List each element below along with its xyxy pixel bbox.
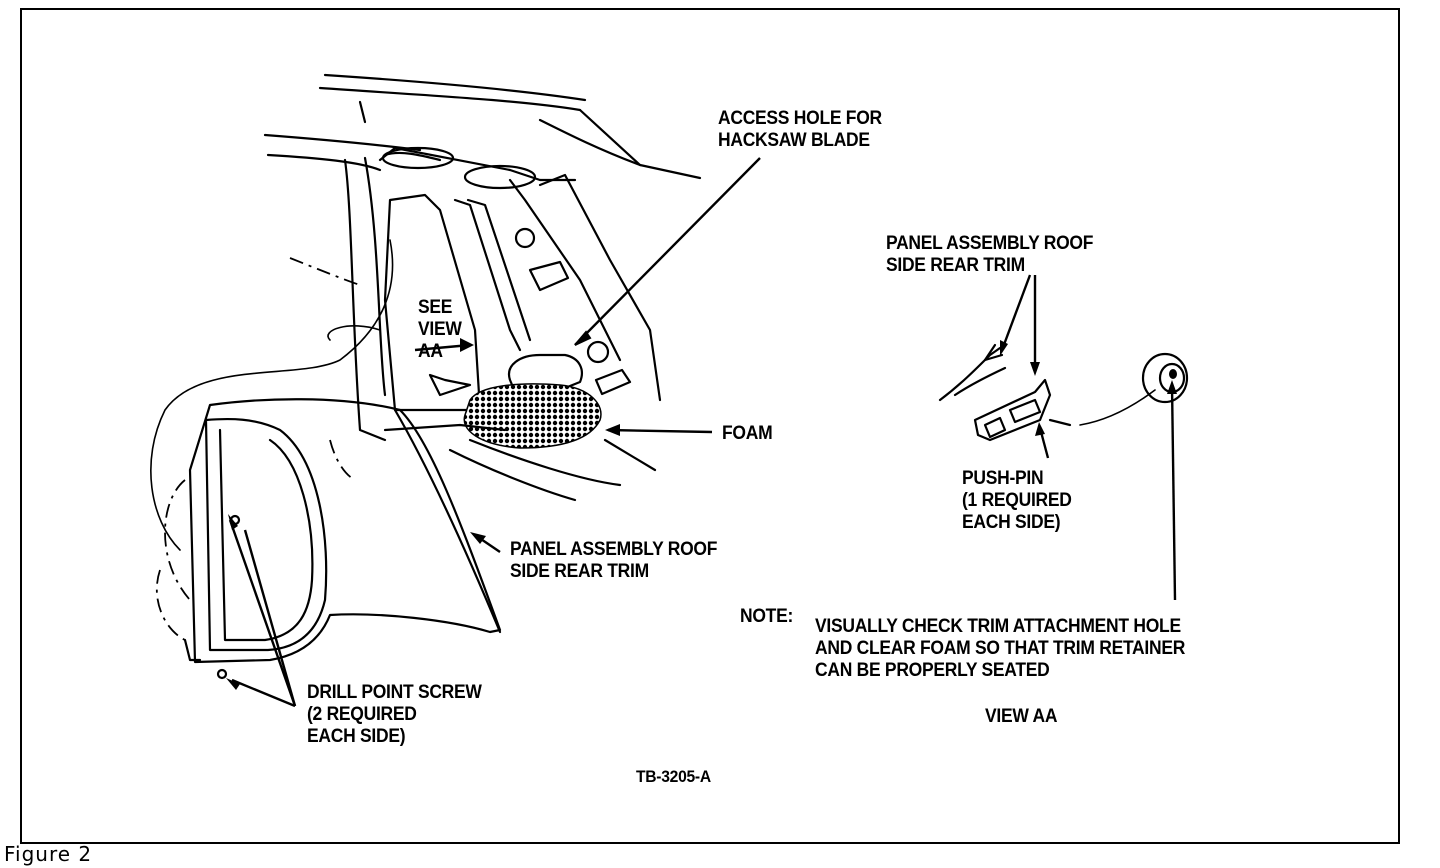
panel-assembly-label: PANEL ASSEMBLY ROOF SIDE REAR TRIM — [510, 539, 718, 582]
drawing-number: TB-3205-A — [636, 767, 711, 786]
leader-arrows — [226, 157, 761, 708]
figure-caption: Figure 2 — [4, 842, 93, 866]
dashed-guide-3 — [164, 479, 191, 601]
view-panel-assembly-label: PANEL ASSEMBLY ROOF SIDE REAR TRIM — [886, 233, 1094, 276]
dashed-guide-4 — [155, 569, 186, 641]
dashed-guide-1 — [289, 257, 361, 286]
access-hole-label: ACCESS HOLE FOR HACKSAW BLADE — [718, 108, 882, 151]
drill-point-screw-label: DRILL POINT SCREW (2 REQUIRED EACH SIDE) — [307, 682, 482, 747]
push-pin-label: PUSH-PIN (1 REQUIRED EACH SIDE) — [962, 468, 1072, 533]
figure-frame — [20, 8, 1400, 844]
foam-label: FOAM — [722, 423, 773, 444]
access-hole — [507, 353, 583, 394]
trim-panel — [183, 398, 502, 664]
curve-1 — [150, 239, 394, 551]
note-label: NOTE: — [740, 606, 794, 627]
view-aa-leaders — [1000, 274, 1177, 601]
view-aa-detail — [938, 343, 1189, 442]
screw-icon — [229, 514, 241, 526]
note-text: VISUALLY CHECK TRIM ATTACHMENT HOLE AND … — [815, 616, 1186, 681]
screw-icon — [216, 668, 228, 680]
pillar-structure — [343, 146, 662, 442]
curve-2 — [327, 325, 381, 341]
body-lines — [383, 423, 657, 502]
dashed-guide-2 — [329, 439, 356, 481]
see-view-label: SEE VIEW AA — [418, 297, 462, 362]
view-aa-label: VIEW AA — [985, 706, 1058, 727]
roof-lines — [263, 73, 702, 180]
foam-blob — [463, 383, 602, 449]
